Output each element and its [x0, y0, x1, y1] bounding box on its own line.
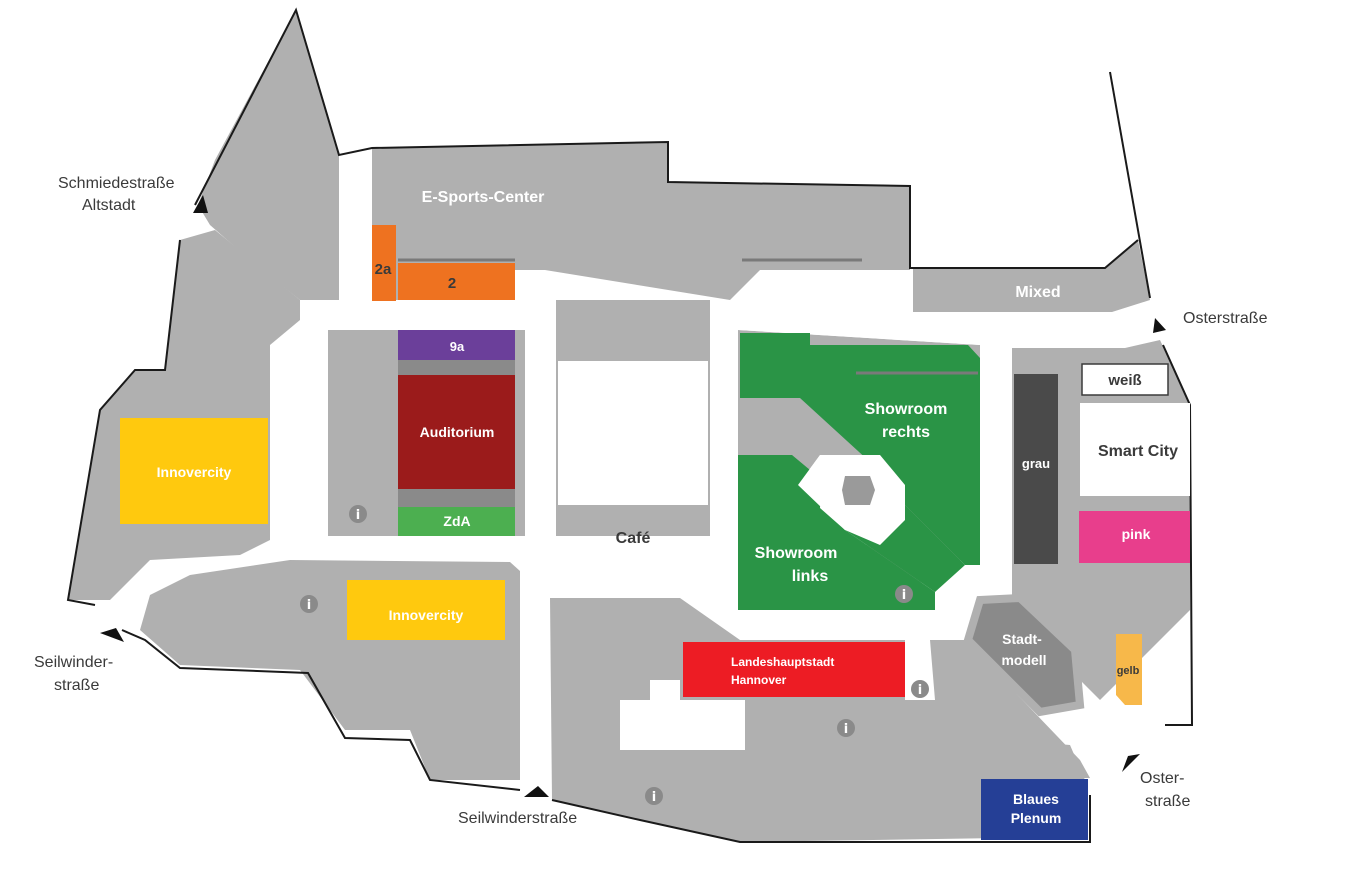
room-showroom-rechts[interactable]	[740, 333, 980, 565]
svg-text:i: i	[652, 790, 656, 805]
label-2a: 2a	[375, 261, 392, 278]
label-blaues-plenum-1: Blaues	[1013, 791, 1059, 807]
room-landeshauptstadt[interactable]	[683, 642, 905, 697]
room-innovercity-left[interactable]	[120, 418, 268, 524]
street-seilwinderstrasse: Seilwinderstraße	[458, 810, 577, 827]
entrance-arrow-osterstrasse-top	[1153, 318, 1166, 333]
entrance-arrow-osterstrasse-bottom	[1122, 754, 1140, 772]
room-smart-city[interactable]	[1080, 403, 1190, 496]
entrance-arrow-seilwinder-bottom	[524, 786, 549, 797]
label-landeshauptstadt-1: Landeshauptstadt	[731, 655, 834, 669]
info-icon[interactable]: i	[911, 680, 929, 698]
svg-text:i: i	[918, 683, 922, 698]
info-icon[interactable]: i	[349, 505, 367, 523]
info-icon[interactable]: i	[837, 719, 855, 737]
label-showroom-links-2: links	[792, 568, 829, 585]
entrance-arrow-seilwinder-left	[100, 628, 124, 642]
entrance-markers	[100, 195, 1166, 797]
label-stadtmodell-2: modell	[1001, 652, 1046, 668]
label-grau: grau	[1022, 456, 1050, 471]
svg-text:i: i	[307, 598, 311, 613]
label-2: 2	[448, 275, 456, 292]
street-seilwinder-left-1: Seilwinder-	[34, 654, 113, 671]
label-innovercity-mid: Innovercity	[389, 607, 464, 623]
label-pink: pink	[1122, 526, 1151, 542]
label-showroom-rechts-2: rechts	[882, 424, 930, 441]
label-weiss: weiß	[1107, 372, 1141, 389]
svg-text:i: i	[844, 722, 848, 737]
label-innovercity-left: Innovercity	[157, 464, 232, 480]
room-gelb[interactable]	[1116, 634, 1142, 705]
label-landeshauptstadt-2: Hannover	[731, 673, 787, 687]
info-markers: i i i i i i	[300, 505, 929, 805]
label-mixed: Mixed	[1015, 284, 1060, 301]
street-labels: Schmiedestraße Altstadt Osterstraße Seil…	[34, 175, 1268, 827]
street-osterstrasse-top: Osterstraße	[1183, 310, 1268, 327]
street-schmiedestrasse: Schmiedestraße	[58, 175, 175, 192]
label-9a: 9a	[450, 339, 465, 354]
label-stadtmodell-1: Stadt-	[1002, 631, 1042, 647]
room-stadtmodell[interactable]	[963, 593, 1085, 717]
label-showroom-links-1: Showroom	[755, 545, 838, 562]
info-icon[interactable]: i	[300, 595, 318, 613]
room-zda[interactable]	[398, 507, 515, 536]
info-icon[interactable]: i	[895, 585, 913, 603]
street-seilwinder-left-2: straße	[54, 677, 99, 694]
entrance-arrow-schmiedestrasse	[193, 195, 208, 213]
room-9a[interactable]	[398, 330, 515, 360]
svg-text:i: i	[356, 508, 360, 523]
room-cafe-hall	[556, 359, 710, 507]
street-oster-bottom-1: Oster-	[1140, 770, 1184, 787]
room-showroom-links[interactable]	[738, 455, 935, 610]
label-zda: ZdA	[443, 513, 470, 529]
room-auditorium[interactable]	[398, 375, 515, 489]
label-auditorium: Auditorium	[420, 424, 495, 440]
room-2[interactable]	[398, 263, 515, 300]
room-2a[interactable]	[372, 225, 396, 301]
street-oster-bottom-2: straße	[1145, 793, 1190, 810]
label-gelb: gelb	[1117, 665, 1140, 677]
label-esports: E-Sports-Center	[422, 189, 545, 206]
area-labels: E-Sports-Center 2a 2 Mixed 9a Auditorium…	[157, 189, 1178, 826]
svg-text:i: i	[902, 588, 906, 603]
room-grau[interactable]	[1014, 374, 1058, 564]
room-blaues-plenum[interactable]	[981, 779, 1088, 840]
room-pink[interactable]	[1079, 511, 1190, 563]
rooms	[120, 225, 1190, 840]
label-cafe: Café	[616, 530, 651, 547]
room-weiss[interactable]	[1081, 363, 1169, 396]
label-blaues-plenum-2: Plenum	[1011, 810, 1062, 826]
street-altstadt: Altstadt	[82, 197, 136, 214]
info-icon[interactable]: i	[645, 787, 663, 805]
room-innovercity-mid[interactable]	[347, 580, 505, 640]
label-smart-city: Smart City	[1098, 443, 1178, 460]
outer-boundary	[66, 7, 1194, 843]
label-showroom-rechts-1: Showroom	[865, 401, 948, 418]
